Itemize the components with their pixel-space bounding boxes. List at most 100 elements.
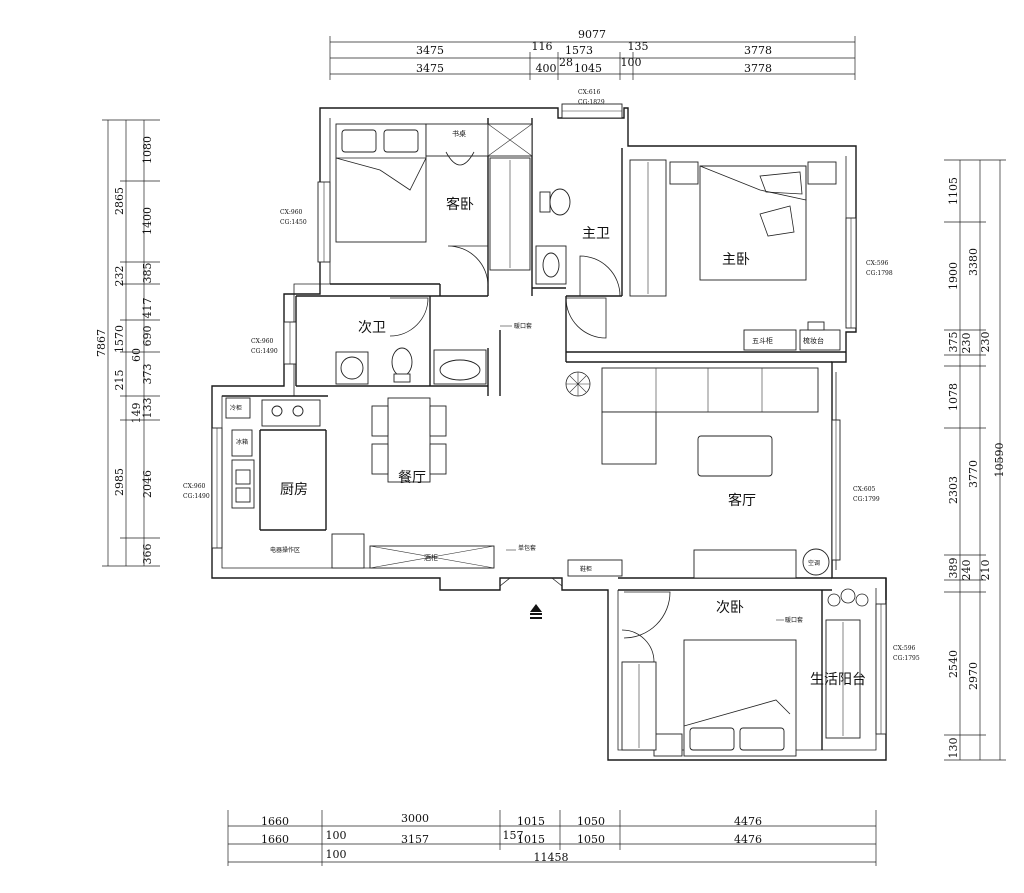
room-balcony: 生活阳台 [810, 672, 866, 688]
window-balcony-cx: CX:596 [893, 645, 916, 652]
entry-door [499, 577, 563, 587]
room-labels: 客卧 主卫 主卧 次卫 餐厅 厨房 客厅 次卧 生活阳台 [280, 196, 866, 688]
dim-bot-total: 11458 [534, 851, 569, 864]
room-kitchen: 厨房 [280, 482, 308, 498]
dim-top-1b: 116 [532, 40, 553, 53]
dim-right-o: 2970 [967, 662, 980, 690]
dim-left-d: 232 [113, 266, 126, 287]
dim-bot-2f: 1050 [577, 833, 605, 846]
bath2-toilet [391, 347, 413, 383]
dim-top-2b: 400 [536, 62, 557, 75]
vanity: 梳妆台 [799, 321, 841, 351]
dim-top-1d: 135 [628, 40, 649, 53]
window-balcony-cg: CG:1795 [893, 655, 920, 662]
second-bed [683, 639, 797, 757]
bracket-label-1: 暖口套 [514, 322, 532, 330]
master-toilet [539, 188, 571, 216]
wine-cabinet: 酒柜 [369, 545, 495, 569]
dim-left-m: 133 [141, 398, 154, 419]
window-top-cg: CG:1829 [578, 99, 605, 106]
window-bath2-cg: CG:1490 [251, 348, 278, 355]
shoe-cabinet-label: 鞋柜 [580, 565, 592, 573]
room-guest-bedroom: 客卧 [446, 196, 474, 213]
doors [389, 245, 671, 663]
room-second-bedroom: 次卧 [716, 600, 744, 616]
dim-bot-1d: 1050 [577, 815, 605, 828]
dim-top-2c: 28 [559, 56, 573, 69]
dim-left-b: 2865 [113, 187, 126, 215]
dim-bot-2a: 1660 [261, 833, 289, 846]
shoe-cabinet: 鞋柜 [567, 559, 623, 577]
dim-left-h: 690 [141, 326, 154, 347]
bracket-label-2: 暖口套 [785, 616, 803, 624]
bottom-dimensions: 1660 3000 1015 1050 4476 1660 100 3157 1… [227, 810, 877, 866]
dim-bot-1b: 3000 [401, 812, 429, 825]
entrance-marker [530, 604, 542, 612]
dim-top-2d: 1045 [574, 62, 602, 75]
window-kitchen-cg: CG:1490 [183, 493, 210, 500]
window-labels: CX:616 CG:1829 CX:960 CG:1450 CX:596 CG:… [183, 89, 920, 662]
door-second-bedroom [623, 591, 671, 639]
balcony-rack [825, 619, 861, 739]
kitchen-tag-label: 冷柜 [230, 404, 242, 412]
washing-machine [335, 351, 369, 385]
bracket-labels: 暖口套 单包套 暖口套 [500, 322, 803, 624]
balcony-plants [827, 588, 869, 607]
dim-bot-extra: 100 [326, 848, 347, 861]
dim-right-d: 230 [960, 333, 973, 354]
aircon: 空调 [802, 548, 830, 576]
top-dimensions: 9077 3475 116 1573 135 3778 3475 400 28 … [329, 28, 856, 80]
dim-bot-1c: 1015 [517, 815, 545, 828]
tv-cabinet [693, 549, 797, 579]
aircon-label: 空调 [808, 559, 820, 567]
dim-top-2e: 100 [621, 56, 642, 69]
dim-top-1e: 3778 [744, 44, 772, 57]
left-dimensions: 7867 1080 2865 1400 232 385 417 1570 690… [95, 119, 160, 567]
window-living-cg: CG:1799 [853, 496, 880, 503]
dim-top-2f: 3778 [744, 62, 772, 75]
dim-left-a: 1080 [141, 136, 154, 164]
dim-right-n: 210 [979, 560, 992, 581]
coffee-table [697, 435, 773, 477]
window-living-cx: CX:605 [853, 486, 876, 493]
window-kitchen-cx: CX:960 [183, 483, 206, 490]
door-guest [447, 245, 489, 287]
wine-cabinet-label: 酒柜 [424, 553, 438, 562]
dim-right-k: 3380 [967, 248, 980, 276]
window-master-cx: CX:596 [866, 260, 889, 267]
vanity-label: 梳妆台 [803, 336, 824, 345]
room-living: 客厅 [728, 492, 756, 509]
dim-bot-2b: 100 [326, 829, 347, 842]
room-dining: 餐厅 [398, 470, 426, 486]
dim-right-i: 2540 [947, 650, 960, 678]
dim-bot-2e: 1015 [517, 833, 545, 846]
dim-right-b: 1900 [947, 262, 960, 290]
master-wardrobe [629, 159, 667, 297]
dim-left-f: 417 [141, 298, 154, 319]
windows [211, 103, 887, 735]
appliance-zone-label: 电器操作区 [270, 546, 300, 554]
dim-left-l: 149 [130, 403, 143, 424]
dim-right-e: 1078 [947, 383, 960, 411]
master-bed [699, 165, 807, 281]
guest-bed [335, 123, 427, 243]
sofa [601, 367, 819, 465]
dim-left-k: 215 [113, 370, 126, 391]
bracket-label-3: 单包套 [518, 544, 536, 552]
door-master [565, 297, 607, 339]
dim-right-l: 230 [979, 332, 992, 353]
dim-left-o: 2046 [141, 470, 154, 498]
dim-left-i: 60 [130, 348, 143, 362]
window-guest-cx: CX:960 [280, 209, 303, 216]
guest-wardrobe [489, 157, 531, 271]
desk-label: 书桌 [452, 129, 466, 138]
dim-right-f: 2303 [947, 476, 960, 504]
right-dimensions: 10590 1105 1900 375 230 1078 2303 389 24… [944, 159, 1006, 761]
dresser: 五斗柜 [743, 329, 797, 351]
dim-right-total: 10590 [993, 443, 1006, 478]
dim-left-total: 7867 [95, 329, 108, 357]
dim-top-2a: 3475 [416, 62, 444, 75]
dim-left-e: 385 [141, 263, 154, 284]
dim-right-g: 389 [947, 558, 960, 579]
dim-left-n: 2985 [113, 468, 126, 496]
